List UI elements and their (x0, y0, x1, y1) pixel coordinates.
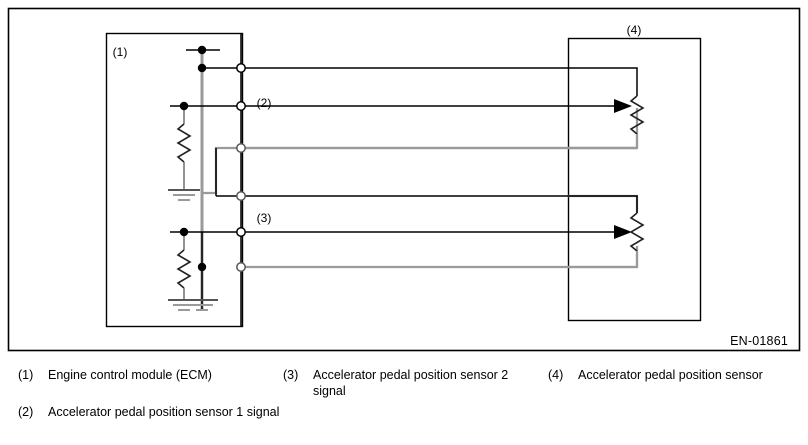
terminal-signal-1[interactable] (236, 101, 246, 111)
legend-item-4: (4) Accelerator pedal position sensor (548, 367, 808, 383)
terminal-supply-1[interactable] (236, 63, 246, 73)
legend-item-2-label: Accelerator pedal position sensor 1 sign… (48, 405, 280, 419)
supply-line-sensor-1 (202, 67, 638, 96)
potentiometer-1-body (629, 95, 645, 135)
diagram-id-label: EN-01861 (730, 334, 788, 348)
junction-dot-ground-bus (197, 262, 207, 272)
ecm-box (105, 32, 244, 328)
outer-frame (7, 7, 801, 352)
junction-dot-supply-bus (197, 63, 207, 73)
callout-marker-2: (2) (257, 96, 272, 110)
legend-item-1-label: Engine control module (ECM) (48, 368, 212, 382)
legend-item-1-number: (1) (18, 368, 34, 382)
potentiometer-2-body (629, 212, 645, 252)
terminal-signal-2[interactable] (236, 227, 246, 237)
legend-item-4-label: Accelerator pedal position sensor (578, 368, 763, 382)
terminal-ground-1[interactable] (236, 143, 246, 153)
ground-symbol-resistor-1 (168, 189, 200, 201)
junction-dot-pullup-2 (179, 227, 189, 237)
resistor-1-body (176, 123, 192, 163)
terminal-supply-2[interactable] (236, 191, 246, 201)
legend-item-3-number: (3) (283, 368, 299, 382)
wiper-arrow-sensor-2 (614, 225, 632, 239)
callout-marker-1: (1) (113, 45, 128, 59)
wiper-arrow-sensor-1 (614, 99, 632, 113)
sensor-box (567, 37, 702, 322)
legend-item-1: (1) Engine control module (ECM) (18, 367, 288, 383)
junction-dot-pullup-1 (179, 101, 189, 111)
legend-item-3-label: Accelerator pedal position sensor 2 sign… (313, 368, 509, 398)
callout-marker-3: (3) (257, 211, 272, 225)
resistor-2-body (176, 249, 192, 289)
legend: (1) Engine control module (ECM) (2) Acce… (0, 362, 808, 445)
terminal-ground-2[interactable] (236, 262, 246, 272)
callout-marker-4: (4) (627, 23, 642, 37)
legend-item-2: (2) Accelerator pedal position sensor 1 … (18, 404, 288, 420)
legend-item-3: (3) Accelerator pedal position sensor 2 … (283, 367, 543, 399)
legend-item-4-number: (4) (548, 368, 564, 382)
ground-symbol-ecm-bus (186, 299, 218, 311)
supply-line-sensor-2 (216, 195, 638, 213)
legend-item-2-number: (2) (18, 405, 34, 419)
junction-dot-supply-top (197, 45, 207, 55)
